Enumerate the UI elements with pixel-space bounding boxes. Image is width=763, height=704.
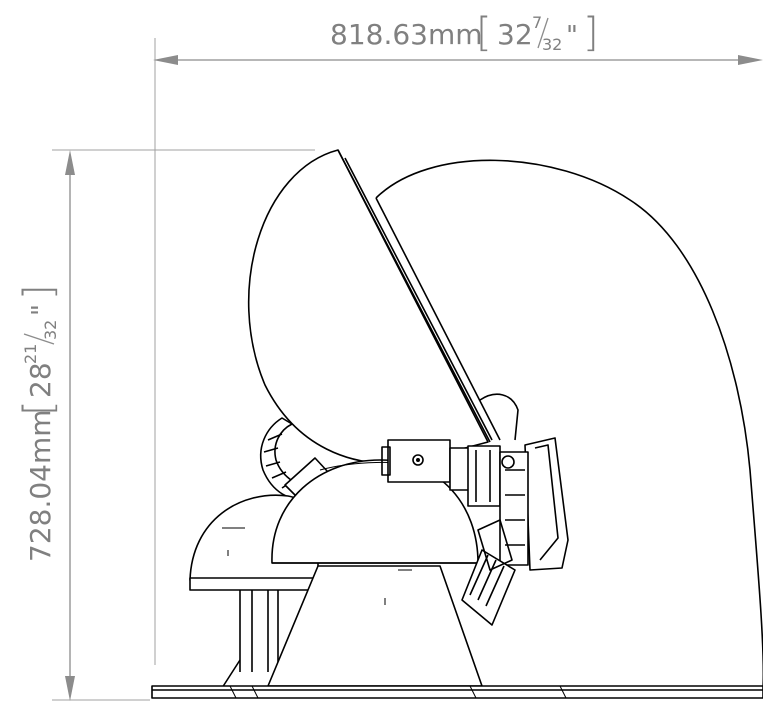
left-dome-base bbox=[189, 577, 321, 591]
base-plate-slots bbox=[229, 685, 567, 699]
lnb-housing bbox=[524, 437, 569, 571]
feed-module-arm bbox=[467, 445, 501, 507]
motor-box-bracket bbox=[477, 519, 513, 571]
feed-module-cap bbox=[381, 446, 391, 476]
width-unit-label: " bbox=[566, 21, 578, 51]
reflector-rim-line-1 bbox=[337, 149, 491, 443]
feed-bracket bbox=[479, 393, 519, 441]
width-dimension: 818.63mm [ 32 7 32 " ] bbox=[153, 10, 763, 665]
feed-module-arm-detail bbox=[475, 450, 491, 502]
reflector-rim-line-2 bbox=[344, 157, 493, 441]
width-fraction-slash bbox=[537, 17, 549, 49]
lnb-mount bbox=[499, 451, 529, 566]
height-imperial-numerator: 21 bbox=[21, 344, 40, 364]
radome-shell bbox=[375, 159, 763, 688]
height-fraction-slash bbox=[23, 333, 55, 345]
motor-box bbox=[461, 519, 516, 626]
height-bracket-open: [ bbox=[16, 400, 62, 416]
height-label-group: 728.04mm [ 28 21 32 " ] bbox=[16, 284, 62, 562]
feed-module-bolt bbox=[412, 454, 424, 466]
base-plate bbox=[151, 685, 763, 699]
height-arrow-top bbox=[65, 150, 75, 175]
lnb-housing-inner bbox=[534, 444, 559, 561]
height-imperial-denominator: 32 bbox=[41, 320, 60, 340]
motor-box-detail bbox=[469, 554, 505, 607]
height-metric-label: 728.04mm bbox=[24, 409, 57, 562]
base-plate-body bbox=[151, 685, 763, 699]
height-imperial-whole: 28 bbox=[24, 362, 57, 398]
feed-module bbox=[381, 439, 501, 507]
height-unit-label: " bbox=[27, 304, 57, 316]
width-bracket-open: [ bbox=[476, 10, 492, 56]
width-metric-label: 818.63mm bbox=[330, 18, 483, 51]
left-dome-marks bbox=[222, 527, 245, 556]
lnb-unit bbox=[499, 437, 569, 571]
width-arrow-right bbox=[738, 55, 763, 65]
reflector-dish bbox=[247, 149, 489, 465]
width-arrow-left bbox=[153, 55, 178, 65]
reflector-rim-line-3 bbox=[375, 197, 501, 441]
width-imperial-whole: 32 bbox=[497, 18, 533, 51]
height-dimension: 728.04mm [ 28 21 32 " ] bbox=[16, 149, 315, 701]
pedestal-dome bbox=[271, 459, 479, 564]
lnb-mount-detail bbox=[505, 469, 525, 546]
feed-module-flange bbox=[449, 447, 471, 491]
width-imperial-numerator: 7 bbox=[532, 13, 542, 32]
left-support-leg bbox=[239, 590, 279, 672]
width-imperial-denominator: 32 bbox=[542, 35, 562, 54]
antenna-assembly bbox=[151, 149, 763, 699]
height-bracket-close: ] bbox=[16, 284, 62, 300]
feed-module-bolt-center bbox=[416, 458, 420, 462]
cable-ribs bbox=[263, 433, 295, 489]
lnb-pivot bbox=[501, 455, 515, 469]
motor-box-body bbox=[461, 549, 516, 626]
pedestal-cone-marks bbox=[384, 569, 412, 605]
height-arrow-bottom bbox=[65, 676, 75, 701]
width-bracket-close: ] bbox=[583, 10, 599, 56]
